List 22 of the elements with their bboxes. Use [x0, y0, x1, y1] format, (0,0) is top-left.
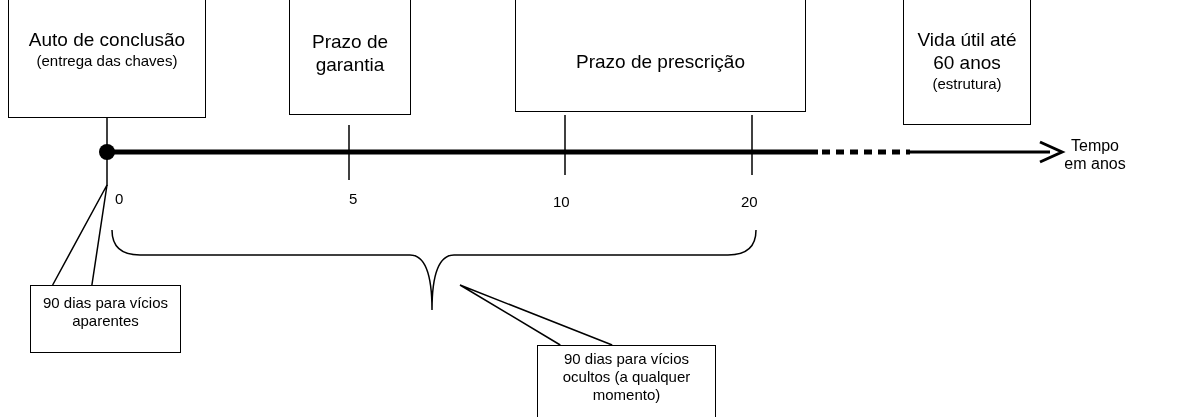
event-box — [8, 0, 206, 118]
axis-label: Tempo em anos — [1063, 137, 1127, 173]
callout-text: 90 dias para vícios ocultos (a qualquer momento) — [561, 350, 692, 404]
tick-label: 0 — [115, 190, 124, 207]
callout-box — [30, 285, 181, 353]
node-heading: Vida útil até 60 anos — [916, 29, 1018, 75]
period-box — [289, 0, 411, 115]
node-heading: Prazo de prescrição — [575, 51, 746, 74]
leader-line — [459, 284, 613, 346]
node-subtext: (estrutura) — [931, 74, 1003, 93]
callout-text: 90 dias para vícios aparentes — [41, 294, 170, 330]
callout-box — [537, 345, 716, 417]
tick-label: 10 — [553, 193, 570, 210]
leader-line — [51, 184, 108, 286]
node-heading: Auto de conclusão — [27, 29, 187, 52]
tick-label: 20 — [741, 193, 758, 210]
tick-label: 5 — [349, 190, 358, 207]
period-box — [903, 0, 1031, 125]
period-box — [515, 0, 806, 112]
node-subtext: (entrega das chaves) — [35, 51, 179, 70]
node-heading: Prazo de garantia — [310, 31, 389, 77]
leader-line — [106, 117, 108, 187]
